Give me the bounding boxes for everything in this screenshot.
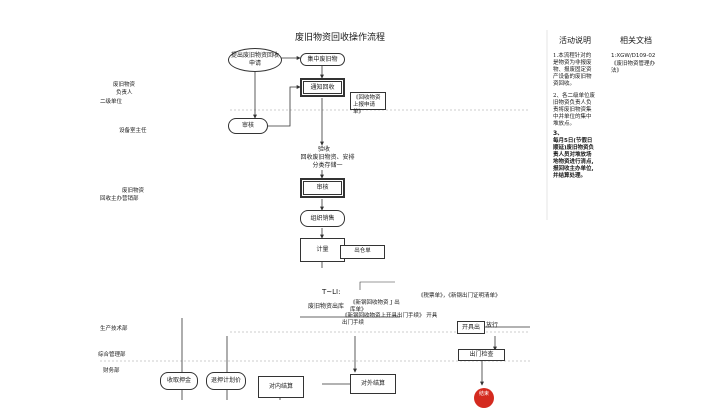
approve-note: 《新钢回收物资上开具出门手续》 开具出门手续 <box>342 313 438 326</box>
lane-label-production: 生产技术部 <box>100 326 128 332</box>
out-note: 出仓单 <box>340 245 385 259</box>
collect-waste-step: 集中废旧物 <box>300 53 345 66</box>
end-node: 结束 <box>474 388 494 408</box>
acceptance-detail: 回收废旧物资、安排分类存储一 <box>300 154 355 169</box>
report-form-note: 《回收物资上报申请单》 <box>350 92 386 115</box>
activity-desc-3-num: 3、 <box>553 130 564 137</box>
review2-step: 审核 <box>300 178 345 198</box>
measure-step: 计量 <box>300 238 345 262</box>
internal-settle-step: 对内结算 <box>258 376 304 398</box>
out-check-step: 出门检查 <box>458 349 505 361</box>
docs-header: 相关文档 <box>620 36 652 45</box>
doc-code: 1:XGW/D109-02 <box>611 53 656 59</box>
collect-deposit-step: 收取押金 <box>160 372 198 390</box>
acceptance-label: 验收 <box>318 146 331 153</box>
notify-step: 通知回收 <box>300 78 345 97</box>
open-out-step: 开具出 <box>457 321 485 334</box>
apply-step: 提出废旧物资回收申请 <box>228 48 282 72</box>
review-step: 审核 <box>228 118 268 134</box>
activity-header: 活动说明 <box>559 36 591 45</box>
storage-step: 废旧物资出库 <box>308 303 345 310</box>
activity-desc-2: 2、各二级单位废旧物资负责人负责将废旧物资集中并单位的集中堆放点。 <box>553 93 595 127</box>
lane-label-waste: 废旧物资 <box>113 82 136 88</box>
lane-label-sales: 回收主办营销部 <box>100 196 139 202</box>
storage-note: 《新钢回收物资 J 出库单》 <box>350 300 400 313</box>
tax-note: 《税票单》，《新钢出门证明清单》 <box>418 293 501 299</box>
gate-label: 放行 <box>486 322 499 329</box>
diagram-title: 废旧物资回收操作流程 <box>295 33 386 43</box>
lane-label-owner: 负责人 <box>116 90 133 96</box>
lane-label-waste2: 废旧物资 <box>122 188 145 194</box>
external-settle-step: 对外结算 <box>350 374 396 394</box>
lane-label-finance: 财务部 <box>103 368 120 374</box>
activity-desc-3: 每月5日(节假日顺延)废旧物资负责人员对堆放场地物资进行清点,报回收主办单位,并… <box>553 138 595 179</box>
lane-label-director: 设备室主任 <box>119 128 147 134</box>
t-mark: T~LI: <box>322 288 341 296</box>
lane-label-admin: 综合管理部 <box>98 352 126 358</box>
organize-sale-step: 组织销售 <box>300 210 345 227</box>
activity-desc-1: 1.本流程针对的是物资为非报废物、报废固定资产设备的废旧物资回收。 <box>553 53 592 87</box>
doc-name: 《废旧物资管理办法》 <box>611 61 656 74</box>
lane-label-unit: 二级单位 <box>100 99 123 105</box>
end-label: 结束 <box>478 391 489 397</box>
return-deposit-step: 退押计划价 <box>206 372 246 390</box>
